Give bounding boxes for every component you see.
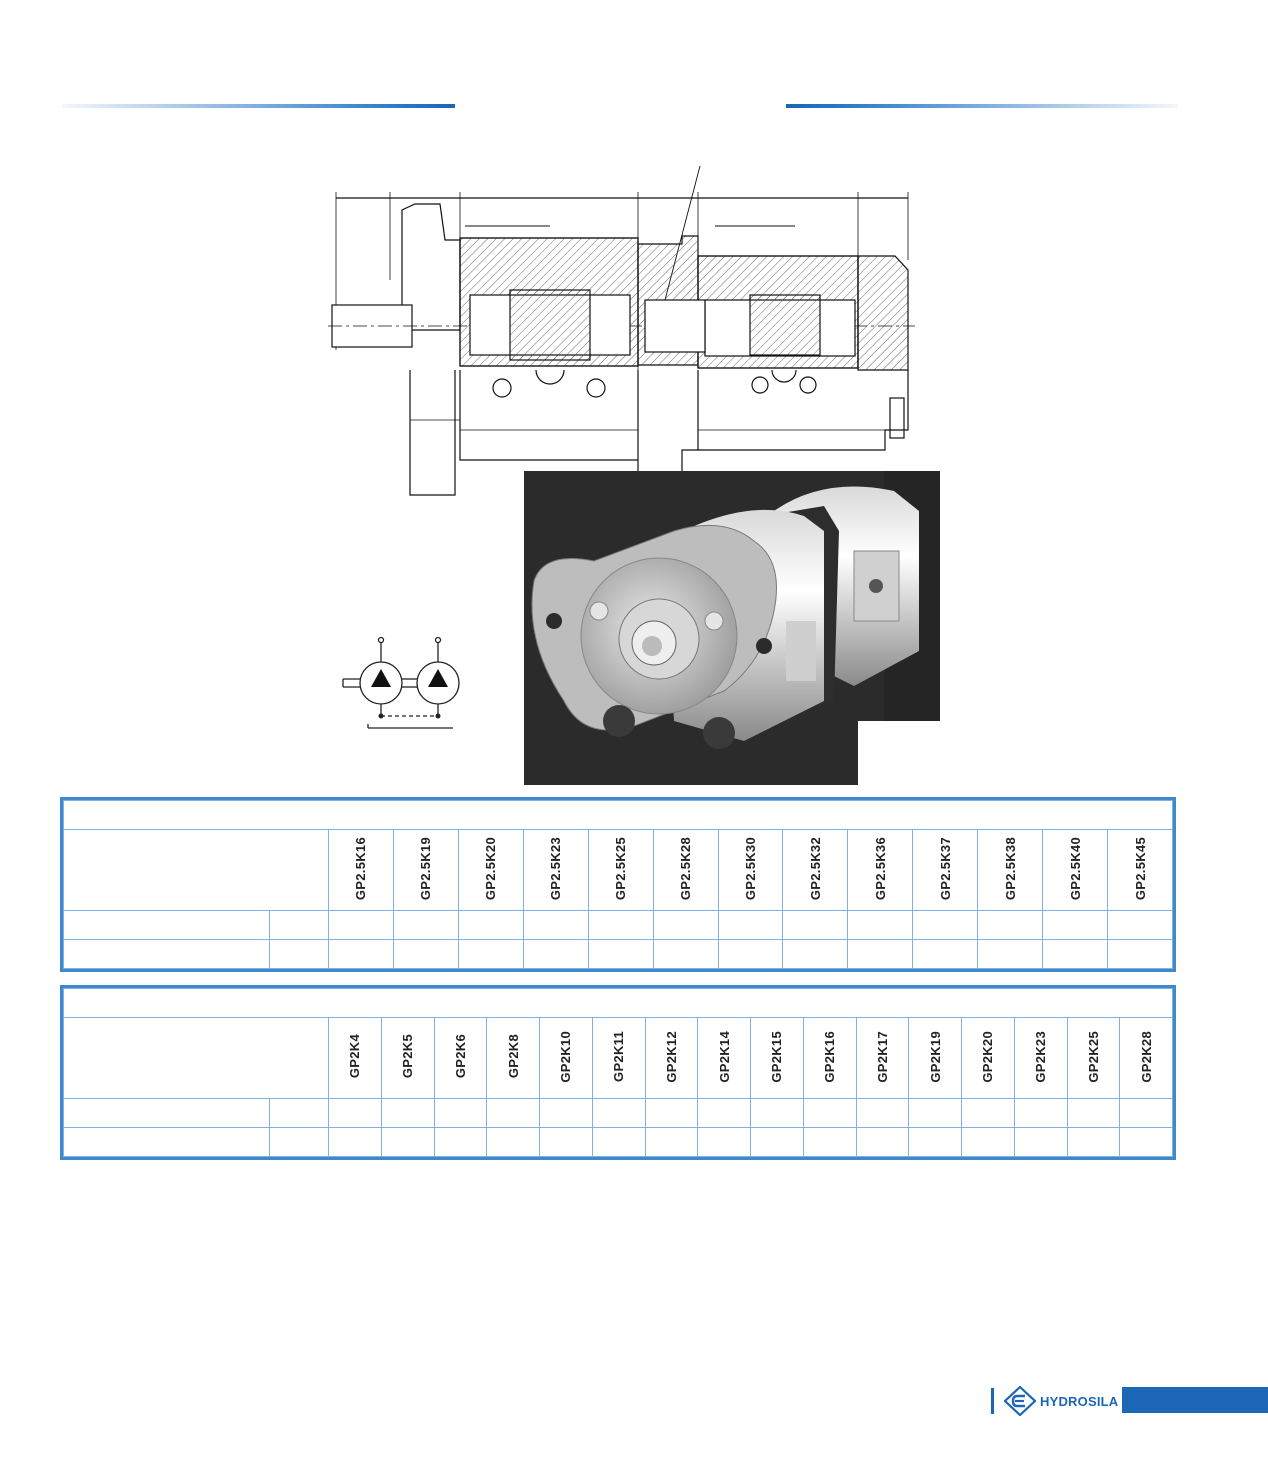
model-header: GP2.5K32 bbox=[782, 829, 849, 911]
model-header: GP2.5K28 bbox=[652, 829, 719, 911]
model-header: GP2.5K25 bbox=[587, 829, 654, 911]
model-header: GP2.5K23 bbox=[522, 829, 589, 911]
table-row bbox=[63, 1098, 1173, 1128]
model-header: GP2.5K40 bbox=[1042, 829, 1109, 911]
header-rule-right bbox=[786, 104, 1178, 108]
brand-name: HYDROSILA bbox=[1040, 1393, 1119, 1409]
spec-table-gp25: GP2.5K16 GP2.5K19 GP2.5K20 GP2.5K23 GP2.… bbox=[60, 797, 1176, 972]
model-header: GP2K6 bbox=[433, 1017, 488, 1099]
table1-title-cell bbox=[63, 800, 1173, 830]
hydraulic-symbol bbox=[342, 636, 460, 729]
model-header: GP2K19 bbox=[908, 1017, 962, 1099]
model-header: GP2K8 bbox=[486, 1017, 540, 1099]
table-row bbox=[63, 939, 1173, 969]
model-header: GP2K20 bbox=[961, 1017, 1015, 1099]
footer-color-block bbox=[1122, 1387, 1268, 1413]
cross-section-drawing bbox=[328, 165, 915, 496]
model-header: GP2K17 bbox=[855, 1017, 910, 1099]
model-header: GP2.5K16 bbox=[328, 829, 394, 911]
brand-logo: HYDROSILA bbox=[1004, 1386, 1118, 1416]
footer-divider bbox=[991, 1388, 994, 1414]
table-row bbox=[63, 1127, 1173, 1157]
model-header: GP2.5K36 bbox=[847, 829, 914, 911]
model-header: GP2K5 bbox=[380, 1017, 435, 1099]
table-row bbox=[63, 910, 1173, 940]
model-header: GP2K12 bbox=[644, 1017, 699, 1099]
model-header: GP2.5K30 bbox=[717, 829, 784, 911]
model-header: GP2.5K45 bbox=[1107, 829, 1173, 911]
model-header: GP2.5K19 bbox=[392, 829, 459, 911]
hydrosila-logo-icon bbox=[1004, 1386, 1036, 1416]
model-header: GP2K4 bbox=[328, 1017, 382, 1099]
table2-corner-cell bbox=[63, 1017, 329, 1099]
model-header: GP2.5K20 bbox=[457, 829, 524, 911]
header-rule-left bbox=[62, 104, 455, 108]
model-header: GP2K10 bbox=[539, 1017, 593, 1099]
model-header: GP2K16 bbox=[802, 1017, 857, 1099]
pump-photo bbox=[524, 471, 940, 785]
model-header: GP2K25 bbox=[1066, 1017, 1121, 1099]
model-header: GP2.5K38 bbox=[977, 829, 1044, 911]
spec-table-gp2: GP2K4 GP2K5 GP2K6 GP2K8 GP2K10 GP2K11 GP… bbox=[60, 985, 1176, 1160]
table2-title-cell bbox=[63, 988, 1173, 1018]
model-header: GP2K14 bbox=[697, 1017, 751, 1099]
model-header: GP2K28 bbox=[1119, 1017, 1173, 1099]
model-header: GP2K23 bbox=[1013, 1017, 1068, 1099]
model-header: GP2K11 bbox=[591, 1017, 646, 1099]
table1-corner-cell bbox=[63, 829, 329, 911]
model-header: GP2K15 bbox=[750, 1017, 804, 1099]
model-header: GP2.5K37 bbox=[912, 829, 979, 911]
